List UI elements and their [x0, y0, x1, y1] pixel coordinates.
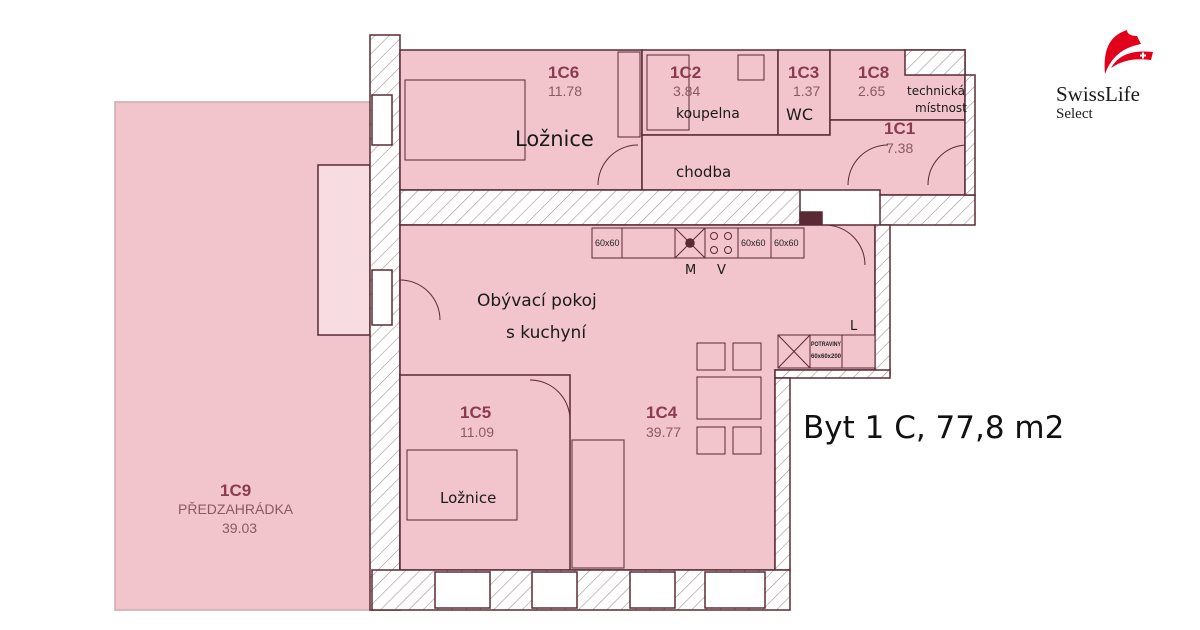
pantry-label: POTRAVINY — [811, 342, 841, 348]
room-code: 1C6 — [548, 63, 579, 82]
room-code: 1C5 — [460, 403, 491, 422]
swisslife-logo-icon — [1104, 30, 1153, 74]
room-name: WC — [786, 105, 813, 124]
room-area: 7.38 — [886, 140, 913, 156]
room-name: Ložnice — [440, 489, 496, 507]
room-code: 1C2 — [670, 63, 701, 82]
microwave-label: M — [685, 263, 696, 278]
room-name: Ložnice — [515, 127, 594, 151]
cabinet-label: 60x60 — [595, 238, 620, 248]
room-code: 1C8 — [858, 63, 889, 82]
room-1c6 — [399, 49, 643, 191]
room-name-2: místnost — [915, 101, 967, 115]
room-name: koupelna — [676, 106, 740, 122]
room-area: 39.03 — [222, 520, 257, 536]
room-name: Obývací pokoj — [477, 291, 597, 311]
room-code: 1C1 — [884, 119, 915, 138]
room-name-2: s kuchyní — [506, 323, 587, 343]
room-area: 1.37 — [793, 83, 820, 99]
room-area: 39.77 — [646, 424, 681, 440]
oven-label: V — [717, 263, 726, 278]
cabinet-label: 60x60 — [774, 238, 799, 248]
cabinet-label: 60x60 — [741, 238, 766, 248]
pantry-size: 60x60x200 — [811, 354, 842, 360]
room-code: 1C3 — [788, 63, 819, 82]
room-code: 1C9 — [220, 481, 251, 500]
staircase — [317, 164, 371, 336]
room-name: PŘEDZAHRÁDKA — [178, 501, 294, 517]
room-code: 1C4 — [646, 403, 678, 422]
room-area: 11.09 — [460, 424, 494, 440]
room-1c2 — [641, 49, 779, 136]
room-area: 3.84 — [673, 83, 700, 99]
brand-sub: Select — [1056, 106, 1093, 122]
fridge-label: L — [850, 319, 858, 334]
room-1c5 — [399, 374, 571, 571]
room-area: 11.78 — [548, 83, 582, 99]
brand-name: SwissLife — [1056, 82, 1140, 106]
listing-title: Byt 1 C, 77,8 m2 — [803, 410, 1065, 446]
room-area: 2.65 — [858, 83, 885, 99]
room-name: chodba — [676, 163, 731, 181]
room-name: technická — [907, 84, 965, 98]
